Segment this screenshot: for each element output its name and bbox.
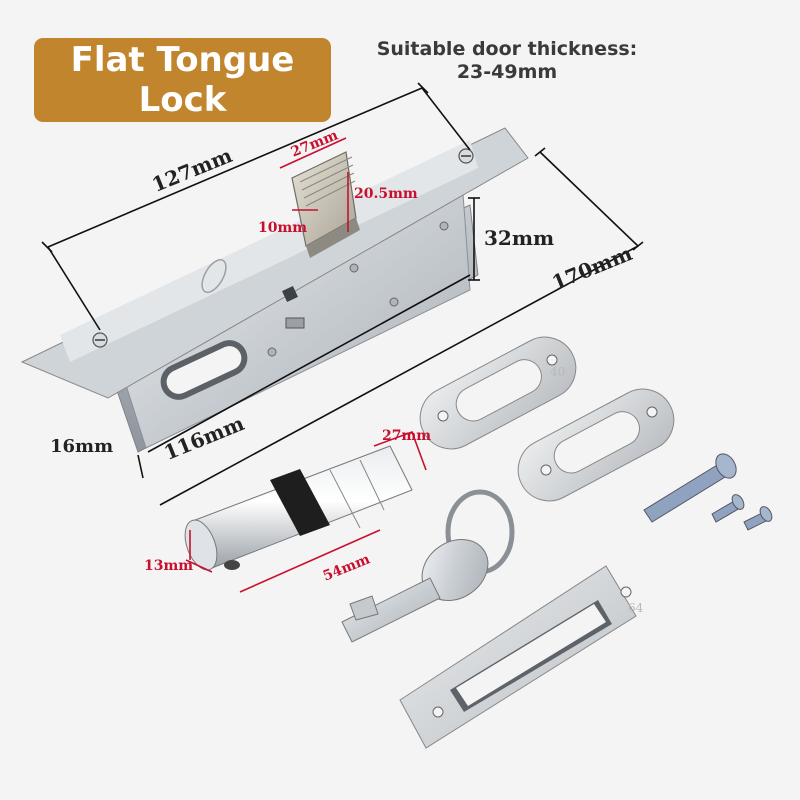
dimension-lines [41, 82, 644, 506]
flat-tongue-latch [291, 151, 360, 258]
marking-40: 40 [550, 365, 565, 379]
door-thickness-note: Suitable door thickness: 23-49mm [352, 38, 662, 84]
lock-cylinder [184, 445, 413, 571]
screws [643, 453, 773, 531]
strike-plate [399, 565, 637, 749]
product-title-badge: Flat Tongue Lock [34, 38, 331, 122]
dim-tongue-height: 20.5mm [354, 186, 418, 202]
key [341, 489, 515, 643]
strike-ring-2 [517, 388, 675, 502]
mortise-lock-body [20, 127, 529, 453]
dim-cylinder-13mm: 13mm [144, 558, 194, 574]
strike-ring-1 [419, 336, 577, 450]
door-thickness-label: Suitable door thickness: [376, 38, 638, 60]
title-line-1: Flat Tongue [70, 40, 295, 80]
dim-32mm: 32mm [484, 226, 555, 250]
title-line-2: Lock [138, 80, 227, 120]
dim-cylinder-27mm: 27mm [382, 428, 432, 444]
dim-16mm: 16mm [50, 436, 114, 457]
marking-64: 64 [628, 601, 644, 615]
door-thickness-value: 23-49mm [456, 61, 558, 83]
red-dimension-lines [185, 137, 427, 593]
dim-tongue-depth: 10mm [258, 220, 308, 236]
